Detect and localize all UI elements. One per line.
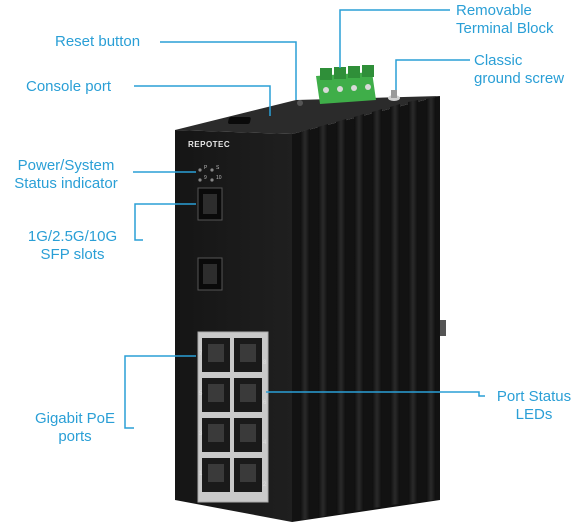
power-status-label-line1: Power/System [17,157,115,174]
poe-leader [124,355,196,429]
led-label-s: S [216,165,220,171]
reset-button-label: Reset button [55,33,141,50]
heatsink-fins [300,97,436,520]
ground-leader [395,59,470,90]
ground-screw-label-line2: ground screw [474,70,565,87]
callout-lines [124,9,485,429]
terminal-block-label-line1: Removable [456,2,532,19]
terminal-block [316,65,376,104]
status-leds [198,168,214,182]
led-label-9: 9 [204,175,207,181]
reset-leader [160,41,297,100]
led-label-10: 10 [216,175,222,181]
terminal-block-label: Removable Terminal Block [456,2,554,38]
port-status-label-line2: LEDs [515,406,553,423]
rj45-ports [202,338,262,492]
poe-ports-label-line1: Gigabit PoE [34,410,116,427]
port-number-2: 2 [263,482,267,488]
console-port [228,117,251,124]
power-status-label-line2: Status indicator [14,175,118,192]
brand-logo: REPOTEC [188,140,231,149]
port-number-5: 5 [199,391,203,397]
console-port-label: Console port [26,78,112,95]
ground-screw-label-line1: Classic [474,52,523,69]
sfp-slot-2 [197,257,223,291]
ground-screw-label: Classic ground screw [474,52,564,88]
terminal-leader [339,9,450,68]
port-number-6: 6 [263,400,267,406]
sfp-slots-label-line1: 1G/2.5G/10G [27,228,118,245]
heatsink-body [292,96,440,522]
rj45-port-block [197,331,269,503]
port-number-4: 4 [263,440,267,446]
port-number-1: 1 [199,471,203,477]
port-number-7: 7 [199,351,203,357]
poe-ports-label-line2: ports [58,428,92,445]
poe-ports-label: Gigabit PoE ports [20,410,130,446]
console-leader [134,85,271,116]
chassis-top [175,96,440,134]
sfp-slots-label: 1G/2.5G/10G SFP slots [10,228,135,264]
ground-screw [388,90,400,101]
power-status-label: Power/System Status indicator [1,157,131,193]
led-label-p: P [204,165,208,171]
din-clip [440,320,446,336]
reset-button [297,100,303,106]
port-number-3: 3 [199,431,203,437]
port-number-8: 8 [263,360,267,366]
terminal-block-label-line2: Terminal Block [456,20,554,37]
sfp-leader [134,203,196,241]
sfp-slots-label-line2: SFP slots [40,246,105,263]
port-status-label: Port Status LEDs [488,388,580,424]
sfp-slot-1 [197,187,223,221]
port-status-label-line1: Port Status [496,388,572,405]
port-status-leader [266,391,485,397]
